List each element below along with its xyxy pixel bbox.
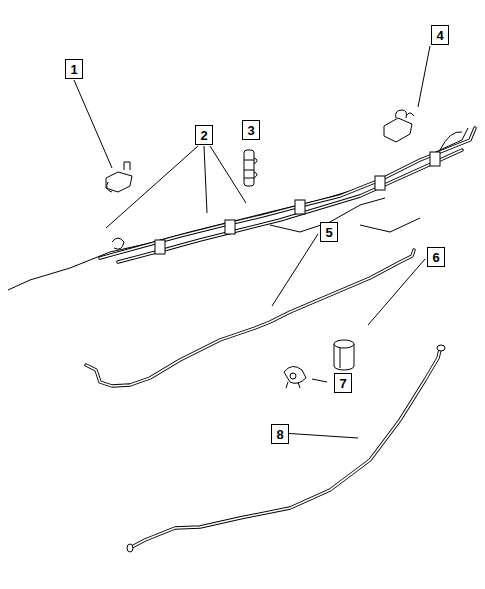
tube-clip: [284, 366, 306, 388]
fuel-tube: [127, 345, 445, 552]
fuel-tube: [86, 250, 414, 386]
callout-box: 4: [431, 25, 449, 45]
retainer-clip: [244, 150, 257, 186]
callout-number: 7: [339, 377, 346, 390]
bracket-clip: [384, 110, 414, 142]
callout-box: 6: [427, 247, 445, 267]
callout-number: 4: [436, 29, 443, 42]
callout-box: 2: [195, 125, 213, 145]
callout-number: 8: [276, 428, 283, 441]
callout-number: 3: [247, 124, 254, 137]
callout-box: 3: [242, 120, 260, 140]
callout-box: 1: [65, 59, 83, 79]
callout-number: 1: [70, 63, 77, 76]
callout-number: 5: [325, 226, 332, 239]
callout-box: 7: [334, 373, 352, 393]
callout-box: 5: [320, 222, 338, 242]
bracket-clip: [106, 162, 132, 192]
grommet: [334, 340, 354, 370]
fuel-line-harness: [8, 128, 475, 290]
callout-box: 8: [271, 424, 289, 444]
callout-number: 6: [432, 251, 439, 264]
leader-lines: [74, 46, 430, 438]
callout-number: 2: [200, 129, 207, 142]
